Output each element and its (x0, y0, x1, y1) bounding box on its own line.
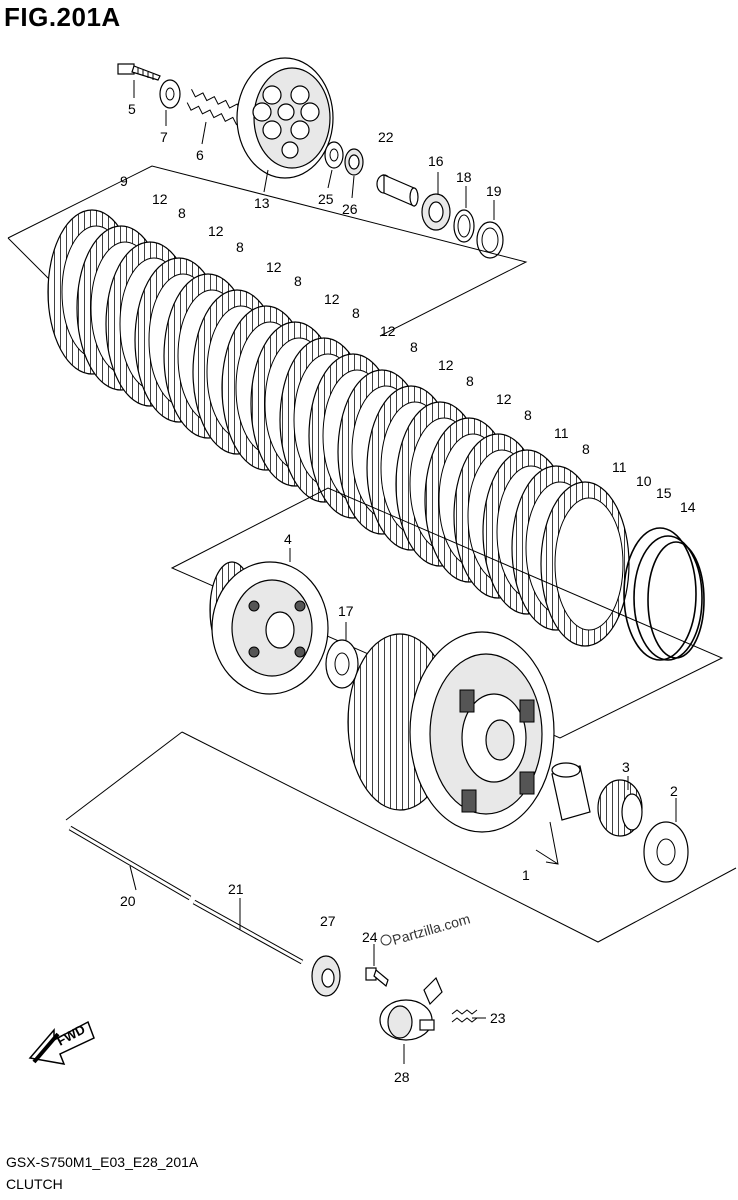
push-piece-part-22 (376, 174, 419, 207)
callout-26: 26 (342, 201, 358, 217)
needle-bearing-part-3 (597, 779, 643, 837)
pressure-plate-part-13 (236, 57, 334, 179)
callout-28: 28 (394, 1069, 410, 1085)
callout-6: 6 (196, 147, 204, 163)
callout-13: 13 (254, 195, 270, 211)
spring-seat-part-10 (623, 527, 697, 661)
callout-12b: 12 (208, 223, 224, 239)
callout-12c: 12 (266, 259, 282, 275)
release-cam-part-28 (379, 976, 443, 1041)
callout-11b: 11 (612, 459, 627, 475)
washer-part-7 (159, 79, 181, 109)
callout-12g: 12 (496, 391, 512, 407)
bolt-part-5 (117, 63, 161, 81)
callout-2: 2 (670, 783, 678, 799)
plate-stack-guide-top (7, 165, 528, 337)
fwd-arrow-icon: FWD (28, 1020, 95, 1065)
washer-part-19 (476, 221, 504, 259)
washer-part-18 (453, 209, 475, 243)
callout-11a: 11 (554, 425, 569, 441)
callout-7: 7 (160, 129, 168, 145)
pressure-plate-group (117, 57, 504, 259)
clutch-sleeve-hub-part-4 (209, 561, 329, 695)
callout-25: 25 (318, 191, 334, 207)
push-rod-part-21 (192, 899, 304, 965)
driven-plate-11-plate-18 (540, 481, 630, 647)
callout-8b: 8 (236, 239, 244, 255)
callout-18: 18 (456, 169, 472, 185)
spring-part-6 (186, 89, 242, 126)
spacer-part-1 (551, 762, 591, 821)
bolt-part-24 (365, 967, 389, 988)
wire-ring-part-14 (647, 541, 705, 659)
oil-seal-part-27 (311, 955, 341, 997)
watermark: Partzilla.com (380, 910, 472, 948)
callout-8e: 8 (410, 339, 418, 355)
callout-8c: 8 (294, 273, 302, 289)
callout-20: 20 (120, 893, 136, 909)
washer-part-25 (324, 141, 344, 169)
callout-14: 14 (680, 499, 696, 515)
callout-23: 23 (490, 1010, 506, 1026)
figure-name: CLUTCH (6, 1176, 63, 1192)
callout-16: 16 (428, 153, 444, 169)
figure-code: GSX-S750M1_E03_E28_201A (6, 1154, 199, 1170)
leader-lines (129, 80, 677, 1064)
callout-21: 21 (228, 881, 244, 897)
callout-24: 24 (362, 929, 378, 945)
gear-guide-lines (181, 731, 737, 943)
callout-3: 3 (622, 759, 630, 775)
callout-5: 5 (128, 101, 136, 117)
spring-part-23 (451, 1009, 478, 1023)
washer-part-2 (643, 821, 689, 883)
watermark-text: Partzilla.com (390, 910, 471, 947)
callout-22: 22 (378, 129, 394, 145)
bearing-part-26 (344, 148, 364, 176)
callout-19: 19 (486, 183, 502, 199)
callout-9: 9 (120, 173, 128, 189)
callout-12a: 12 (152, 191, 168, 207)
judder-spring-part-15 (633, 535, 703, 661)
callout-8a: 8 (178, 205, 186, 221)
callout-27: 27 (320, 913, 336, 929)
callout-12d: 12 (324, 291, 340, 307)
callout-17: 17 (338, 603, 354, 619)
figure-title: FIG.201A (4, 2, 121, 32)
callout-12f: 12 (438, 357, 454, 373)
push-rod-part-20 (68, 825, 192, 901)
callout-8g: 8 (524, 407, 532, 423)
washer-part-17 (325, 639, 359, 689)
callout-8d: 8 (352, 305, 360, 321)
callout-10: 10 (636, 473, 652, 489)
clutch-plate-stack (47, 209, 705, 661)
nut-part-16 (421, 193, 451, 231)
callout-1: 1 (522, 867, 530, 883)
callout-8f: 8 (466, 373, 474, 389)
primary-driven-gear-part-1 (347, 631, 555, 833)
callout-4: 4 (284, 531, 292, 547)
callout-12e: 12 (380, 323, 396, 339)
callout-labels: 5 7 6 13 25 26 22 16 18 19 9 12 8 12 8 1… (120, 101, 696, 1085)
callout-15: 15 (656, 485, 672, 501)
callout-8h: 8 (582, 441, 590, 457)
